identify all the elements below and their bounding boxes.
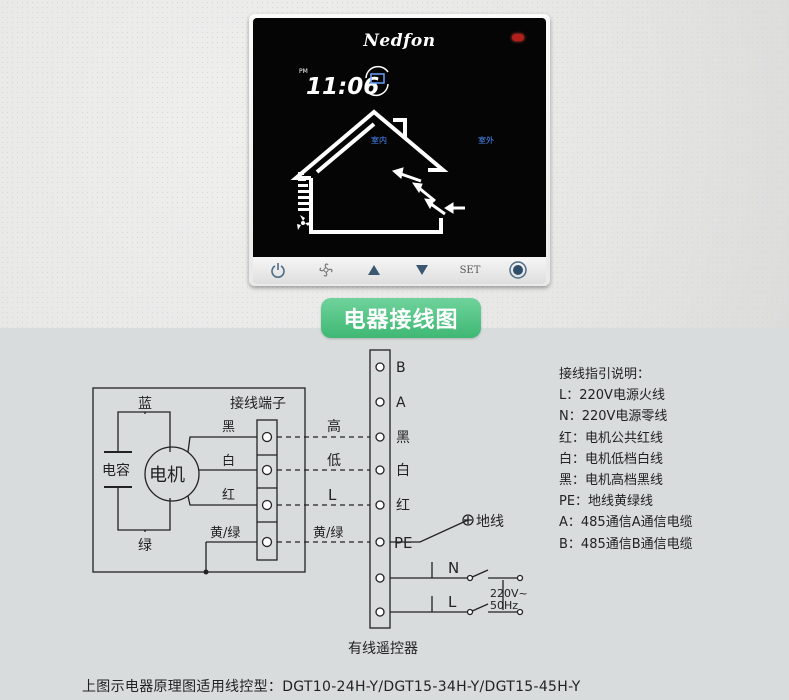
terminal-block: [256, 419, 278, 561]
wire-blue-label: 蓝: [138, 396, 152, 412]
down-button[interactable]: [399, 259, 445, 281]
airflow-arrows-icon: [391, 167, 465, 216]
ctrl-term-red: 红: [396, 498, 410, 514]
mid-yg-label: 黄/绿: [313, 526, 343, 541]
ctrl-term-black: 黑: [396, 430, 410, 446]
clock-readout: 11:06: [306, 74, 379, 100]
wire-green-label: 绿: [138, 538, 152, 554]
note-item: N：220V电源零线: [559, 409, 668, 425]
brand-logo: Nedfon: [363, 31, 436, 51]
ctrl-term-PE: PE: [394, 534, 413, 552]
keypad: SET: [253, 257, 546, 284]
triangle-up-icon: [368, 265, 380, 275]
mid-L-label: L: [328, 486, 337, 504]
notes-title: 接线指引说明：: [559, 367, 651, 382]
supply-N-label: N: [448, 559, 459, 577]
note-item: PE：地线黄绿线: [559, 494, 654, 510]
set-button[interactable]: SET: [447, 259, 493, 281]
thermostat-device: Nedfon PM 11:06 室内 室外: [249, 14, 550, 286]
term-black-label: 黑: [222, 420, 235, 435]
fan-icon: [297, 215, 311, 230]
status-led: [512, 34, 524, 41]
term-yg-label: 黄/绿: [210, 526, 240, 541]
controller-terminal-strip: [369, 349, 391, 629]
controller-label: 有线遥控器: [348, 641, 418, 657]
terminal-block-label: 接线端子: [230, 395, 286, 412]
power-icon: [271, 263, 285, 278]
term-white-label: 白: [222, 453, 235, 469]
ctrl-term-B: B: [396, 360, 406, 376]
fan-button[interactable]: [303, 259, 349, 281]
mid-low-label: 低: [327, 453, 341, 469]
outdoor-label: 室外: [478, 135, 494, 145]
indoor-label: 室内: [371, 135, 387, 145]
triangle-down-icon: [416, 265, 428, 275]
fan-speed-bars: [298, 172, 312, 211]
device-screen: Nedfon PM 11:06 室内 室外: [253, 18, 546, 257]
set-label: SET: [459, 264, 481, 276]
note-item: 黑：电机高档黑线: [559, 473, 664, 489]
motor-enclosure: [92, 387, 306, 573]
lcd-display: PM 11:06 室内 室外: [290, 65, 494, 234]
section-title: 电器接线图: [321, 298, 481, 338]
fan-icon: [319, 263, 333, 277]
cycle-icon: [365, 65, 389, 97]
ctrl-term-white: 白: [396, 463, 410, 479]
capacitor-label: 电容: [102, 462, 130, 479]
period-indicator: PM: [299, 68, 308, 75]
supply-frequency: 50Hz: [490, 599, 518, 612]
mode-button[interactable]: [495, 259, 541, 281]
power-button[interactable]: [255, 259, 301, 281]
footer-note: 上图示电器原理图适用线控型：DGT10-24H-Y/DGT15-34H-Y/DG…: [82, 679, 581, 695]
house-icon: [290, 109, 449, 234]
capacitor-symbol: [104, 451, 132, 488]
note-item: 白：电机低档白线: [559, 451, 664, 467]
note-item: A：485通信A通信电缆: [559, 515, 693, 531]
term-red-label: 红: [222, 487, 235, 503]
wiring-notes: 接线指引说明： L：220V电源火线 N：220V电源零线 红：电机公共红线 白…: [559, 364, 693, 555]
up-button[interactable]: [351, 259, 397, 281]
note-item: L：220V电源火线: [559, 388, 665, 404]
ground-label: 地线: [476, 514, 504, 530]
supply-L-label: L: [448, 593, 457, 611]
motor-label: 电机: [149, 465, 185, 486]
supply-voltage: 220V~: [490, 587, 528, 600]
note-item: B：485通信B通信电缆: [559, 536, 693, 552]
mid-high-label: 高: [327, 418, 341, 435]
mode-icon: [509, 261, 527, 279]
ctrl-term-A: A: [396, 395, 406, 411]
motor-circle: [144, 446, 200, 502]
note-item: 红：电机公共红线: [559, 430, 664, 446]
